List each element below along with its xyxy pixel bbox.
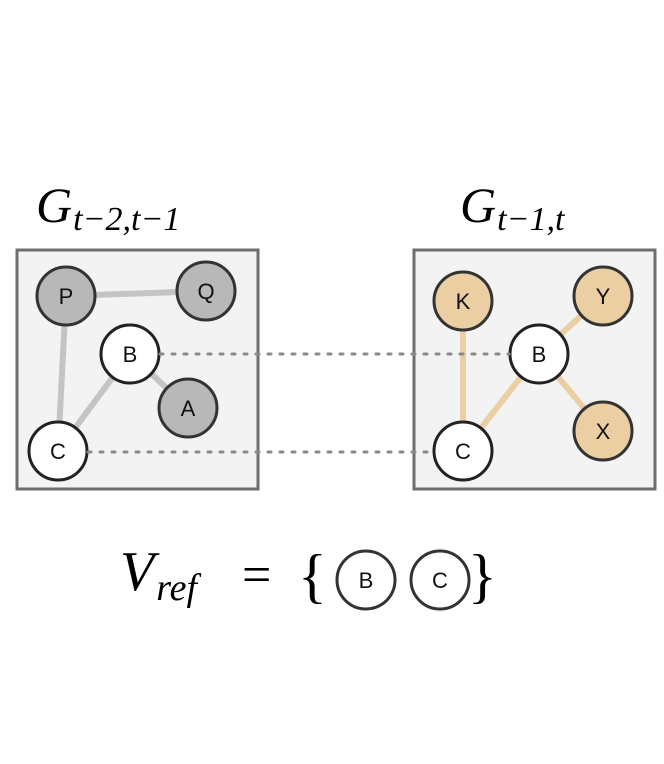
formula-v-ref: Vref	[120, 541, 201, 609]
right-node-k: K	[432, 270, 494, 332]
node-label: C	[50, 439, 66, 464]
left-graph-panel: P Q B A C	[15, 248, 260, 491]
left-node-a: A	[157, 377, 219, 439]
node-label: Q	[197, 279, 214, 304]
reference-set-formula: Vref = { B C }	[120, 541, 497, 611]
formula-equals: =	[242, 547, 271, 604]
node-label: X	[596, 419, 611, 444]
right-node-x: X	[572, 400, 634, 462]
left-node-c: C	[27, 420, 89, 482]
node-label: C	[432, 568, 448, 593]
right-node-b: B	[508, 323, 570, 385]
node-label: A	[181, 396, 196, 421]
node-label: Y	[596, 284, 611, 309]
left-node-p: P	[35, 265, 97, 327]
node-label: P	[59, 284, 74, 309]
formula-open-brace: {	[298, 543, 327, 609]
node-label: K	[456, 289, 471, 314]
formula-close-brace: }	[468, 543, 497, 609]
formula-subscript: ref	[156, 567, 201, 609]
left-graph-title: Gt−2,t−1	[36, 177, 180, 238]
node-label: B	[532, 342, 547, 367]
node-label: B	[123, 342, 138, 367]
node-label: B	[359, 568, 374, 593]
right-graph-panel: K Y B X C	[412, 248, 657, 491]
right-node-y: Y	[572, 265, 634, 327]
right-title-main: G	[460, 177, 496, 233]
left-title-main: G	[36, 177, 72, 233]
node-label: C	[455, 439, 471, 464]
right-title-subscript: t−1,t	[497, 201, 566, 238]
left-node-b: B	[99, 323, 161, 385]
left-node-q: Q	[175, 260, 237, 322]
right-graph-title: Gt−1,t	[460, 177, 566, 238]
right-node-c: C	[432, 420, 494, 482]
formula-main: V	[120, 541, 160, 603]
left-title-subscript: t−2,t−1	[73, 201, 180, 238]
formula-member-b: B	[335, 549, 397, 611]
formula-member-c: C	[409, 549, 471, 611]
